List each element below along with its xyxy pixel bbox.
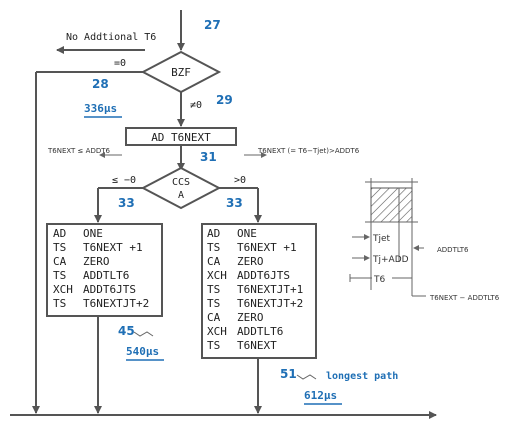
label-45-squiggle <box>133 331 154 337</box>
label-31: 31 <box>200 150 217 164</box>
left-op-2: CA <box>53 255 67 268</box>
right-code-lines: AD ONE TS T6NEXT +1 CA ZERO XCH ADDT6JTS… <box>207 227 303 352</box>
tjadd-label: Tj+ADD <box>372 255 409 265</box>
right-arg-6: ZERO <box>237 311 264 324</box>
left-arg-1: T6NEXT +1 <box>83 241 143 254</box>
right-arg-1: T6NEXT +1 <box>237 241 297 254</box>
right-arg-2: ZERO <box>237 255 264 268</box>
left-op-1: TS <box>53 241 66 254</box>
left-arg-4: ADDT6JTS <box>83 283 136 296</box>
time-540: 540µs <box>126 345 159 358</box>
left-op-3: TS <box>53 269 66 282</box>
right-arg-8: T6NEXT <box>237 339 277 352</box>
addtlt6-label: ADDTLT6 <box>437 246 469 254</box>
le-m0-label: ≤ −0 <box>112 175 136 186</box>
left-code-lines: AD ONE TS T6NEXT +1 CA ZERO TS ADDTLT6 X… <box>53 227 149 310</box>
left-op-4: XCH <box>53 283 73 296</box>
right-op-1: TS <box>207 241 220 254</box>
timing-hatch-left <box>370 187 400 223</box>
left-op-0: AD <box>53 227 66 240</box>
ccs-label: CCS <box>172 177 190 188</box>
right-arg-3: ADDT6JTS <box>237 269 290 282</box>
eq0-label: =0 <box>114 58 126 69</box>
bzf-label: BZF <box>171 66 191 79</box>
cond-left-label: T6NEXT ≤ ADDT6 <box>47 147 110 155</box>
cond-right-label: T6NEXT (= T6−Tjet)>ADDT6 <box>257 147 360 155</box>
right-arg-4: T6NEXTJT+1 <box>237 283 303 296</box>
label-51: 51 <box>280 367 297 381</box>
t6-label-bg <box>372 271 392 283</box>
tjet-label: Tjet <box>372 234 391 244</box>
right-op-2: CA <box>207 255 221 268</box>
time-336: 336µs <box>84 102 117 115</box>
label-33-left: 33 <box>118 196 135 210</box>
longest-path-label: longest path <box>326 371 398 382</box>
ne0-label: ≠0 <box>190 100 202 111</box>
label-29: 29 <box>216 93 233 107</box>
left-arg-5: T6NEXTJT+2 <box>83 297 149 310</box>
left-arg-0: ONE <box>83 227 103 240</box>
right-arg-7: ADDTLT6 <box>237 325 283 338</box>
right-op-7: XCH <box>207 325 227 338</box>
right-op-5: TS <box>207 297 220 310</box>
label-27: 27 <box>204 18 221 32</box>
ccs-decision <box>140 166 222 210</box>
left-op-5: TS <box>53 297 66 310</box>
right-op-0: AD <box>207 227 220 240</box>
label-45: 45 <box>118 324 135 338</box>
label-33-right: 33 <box>226 196 243 210</box>
label-51-squiggle <box>296 374 317 380</box>
t6next-minus-label: T6NEXT − ADDTLT6 <box>429 294 500 302</box>
right-op-8: TS <box>207 339 220 352</box>
left-arg-3: ADDTLT6 <box>83 269 129 282</box>
right-op-3: XCH <box>207 269 227 282</box>
label-28: 28 <box>92 77 109 91</box>
gt0-label: >0 <box>234 175 246 186</box>
right-op-4: TS <box>207 283 220 296</box>
no-additional-label: No Addtional T6 <box>66 32 156 43</box>
ccs-a-label: A <box>178 190 184 201</box>
left-arg-2: ZERO <box>83 255 110 268</box>
time-612: 612µs <box>304 389 337 402</box>
t6-label: T6 <box>373 275 385 285</box>
right-arg-0: ONE <box>237 227 257 240</box>
ad-t6next-label: AD T6NEXT <box>151 131 211 144</box>
timing-diagram: Tjet ADDTLT6 Tj+ADD T6 T6NEXT − ADDTLT6 <box>349 178 500 302</box>
right-op-6: CA <box>207 311 221 324</box>
timing-hatch-right <box>398 187 413 223</box>
right-arg-5: T6NEXTJT+2 <box>237 297 303 310</box>
left-code-box <box>46 223 163 317</box>
right-code-box <box>201 223 317 359</box>
